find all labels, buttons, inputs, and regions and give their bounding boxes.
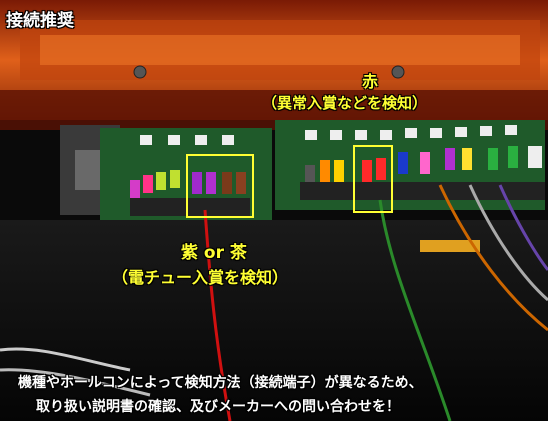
corner-label: 接続推奨 (6, 11, 74, 31)
purple-annotation-title: 紫 or 茶 (181, 243, 247, 263)
red-annotation-detail: （異常入賞などを検知） (262, 94, 428, 112)
red-connector-highlight (353, 145, 393, 213)
caption-line-1: 機種やホールコンによって検知方法（接続端子）が異なるため、 (18, 375, 423, 391)
caption-line-2: 取り扱い説明書の確認、及びメーカーへの問い合わせを！ (36, 399, 400, 415)
red-annotation-title: 赤 (362, 72, 379, 91)
purple-connector-highlight (186, 154, 254, 218)
purple-annotation-detail: （電チュー入賞を検知） (112, 268, 289, 287)
